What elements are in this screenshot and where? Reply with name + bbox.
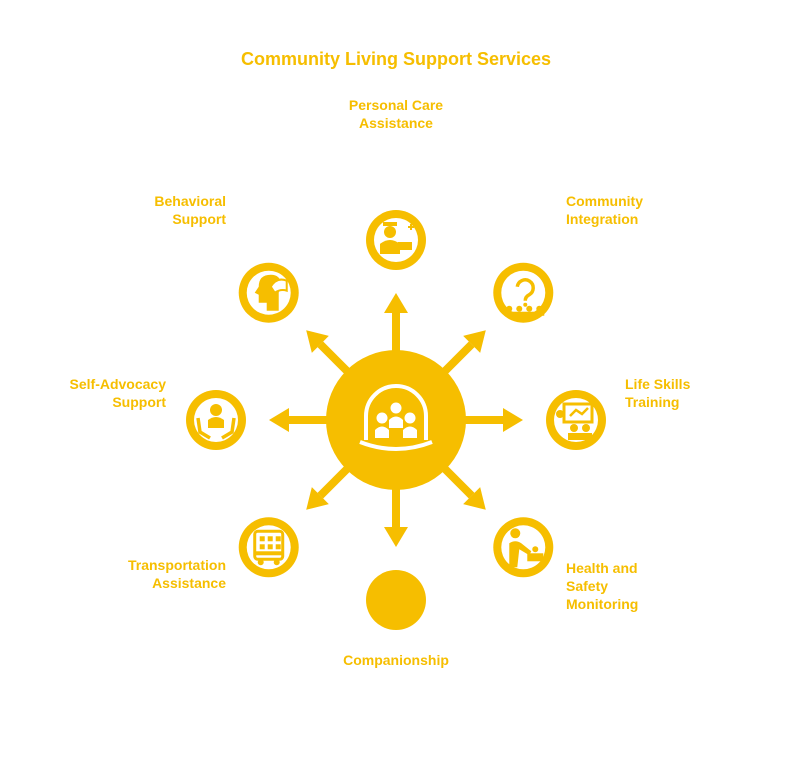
arrows xyxy=(269,293,523,547)
arrow-personal-care xyxy=(384,293,408,358)
label-transportation: Transportation Assistance xyxy=(127,557,226,591)
node-self-advocacy xyxy=(186,390,246,450)
arrow-transportation xyxy=(306,461,355,510)
arrow-community-integration xyxy=(437,330,486,379)
bus-icon xyxy=(246,525,291,570)
supporting-hands-icon xyxy=(194,398,238,442)
label-life-skills: Life Skills Training xyxy=(625,376,691,410)
mind-hand-icon xyxy=(246,270,291,315)
arrow-self-advocacy xyxy=(269,408,334,432)
community-group-icon xyxy=(359,384,433,451)
node-behavioral xyxy=(238,262,299,323)
node-health-safety xyxy=(493,517,554,578)
patient-care-icon xyxy=(501,525,546,570)
label-personal-care: Personal Care Assistance xyxy=(348,97,444,131)
arrow-behavioral xyxy=(306,330,355,379)
arrow-life-skills xyxy=(458,408,523,432)
label-companionship: Companionship xyxy=(343,652,449,668)
node-personal-care xyxy=(366,210,426,270)
node-transportation xyxy=(238,517,299,578)
arrow-companionship xyxy=(384,482,408,547)
question-audience-icon xyxy=(501,270,546,316)
diagram-title: Community Living Support Services xyxy=(240,49,552,69)
label-community-integration: Community Integration xyxy=(566,193,643,227)
caregiver-icon xyxy=(374,218,418,262)
node-community-integration xyxy=(493,262,554,323)
arrow-health-safety xyxy=(437,461,486,510)
node-life-skills xyxy=(546,390,606,450)
label-behavioral: Behavioral Support xyxy=(154,193,226,227)
presentation-board-icon xyxy=(554,398,598,442)
label-self-advocacy: Self-Advocacy Support xyxy=(69,376,166,410)
node-companionship xyxy=(366,570,426,630)
label-health-safety: Health and Safety Monitoring xyxy=(566,560,639,612)
node-circle-companionship xyxy=(366,570,426,630)
